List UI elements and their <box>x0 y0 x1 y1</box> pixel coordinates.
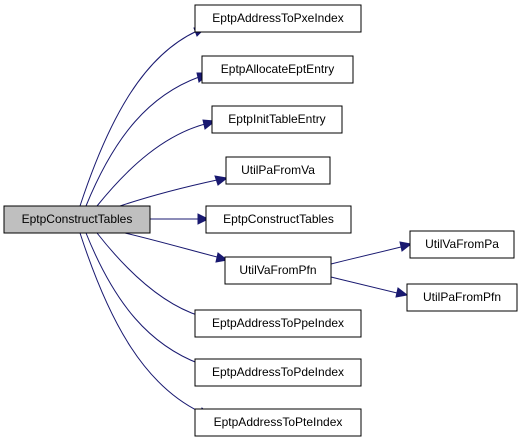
node-label: EptpConstructTables <box>22 212 133 226</box>
arrowhead-pa-from-pfn <box>395 287 409 298</box>
edges <box>79 30 402 413</box>
arrowhead-pa-from-va <box>214 175 229 186</box>
node-address-to-pde[interactable]: EptpAddressToPdeIndex <box>194 358 362 387</box>
node-va-from-pfn[interactable]: UtilVaFromPfn <box>224 256 332 285</box>
node-label: EptpConstructTables <box>223 212 334 226</box>
edge-root-to-address-to-pde <box>85 232 201 365</box>
node-pa-from-va[interactable]: UtilPaFromVa <box>225 156 331 185</box>
edge-root-to-address-to-pxe <box>79 30 198 207</box>
arrowhead-construct-tables <box>197 213 210 225</box>
node-address-to-pte[interactable]: EptpAddressToPteIndex <box>194 408 362 437</box>
node-label: EptpAddressToPteIndex <box>214 415 343 429</box>
node-label: UtilPaFromVa <box>241 163 315 177</box>
edge-root-to-address-to-ppe <box>96 232 201 317</box>
arrowhead-va-from-pfn <box>215 252 229 263</box>
arrowhead-va-from-pa <box>399 241 413 252</box>
node-allocate-ept-entry[interactable]: EptpAllocateEptEntry <box>201 55 354 84</box>
node-root[interactable]: EptpConstructTables <box>3 205 151 234</box>
edge-root-to-init-table-entry <box>96 123 206 207</box>
edge-va-from-pfn-to-pa-from-pfn <box>330 276 398 294</box>
edge-root-to-address-to-pte <box>79 232 201 413</box>
node-label: EptpAddressToPxeIndex <box>212 11 343 25</box>
node-label: EptpAddressToPpeIndex <box>212 316 344 330</box>
node-label: UtilVaFromPfn <box>239 263 316 277</box>
node-address-to-pxe[interactable]: EptpAddressToPxeIndex <box>194 4 362 33</box>
edge-va-from-pfn-to-va-from-pa <box>330 246 402 265</box>
node-va-from-pa[interactable]: UtilVaFromPa <box>409 230 515 259</box>
node-construct-tables[interactable]: EptpConstructTables <box>205 205 352 234</box>
node-address-to-ppe[interactable]: EptpAddressToPpeIndex <box>194 309 362 338</box>
node-label: EptpAllocateEptEntry <box>221 62 334 76</box>
node-label: EptpInitTableEntry <box>228 112 325 126</box>
edge-root-to-pa-from-va <box>119 179 218 207</box>
edge-root-to-allocate-ept-entry <box>85 76 200 207</box>
node-label: UtilPaFromPfn <box>423 290 501 304</box>
node-label: EptpAddressToPdeIndex <box>212 365 344 379</box>
node-label: UtilVaFromPa <box>425 237 499 251</box>
node-init-table-entry[interactable]: EptpInitTableEntry <box>211 105 343 134</box>
node-pa-from-pfn[interactable]: UtilPaFromPfn <box>406 283 518 312</box>
edge-root-to-va-from-pfn <box>124 232 218 258</box>
